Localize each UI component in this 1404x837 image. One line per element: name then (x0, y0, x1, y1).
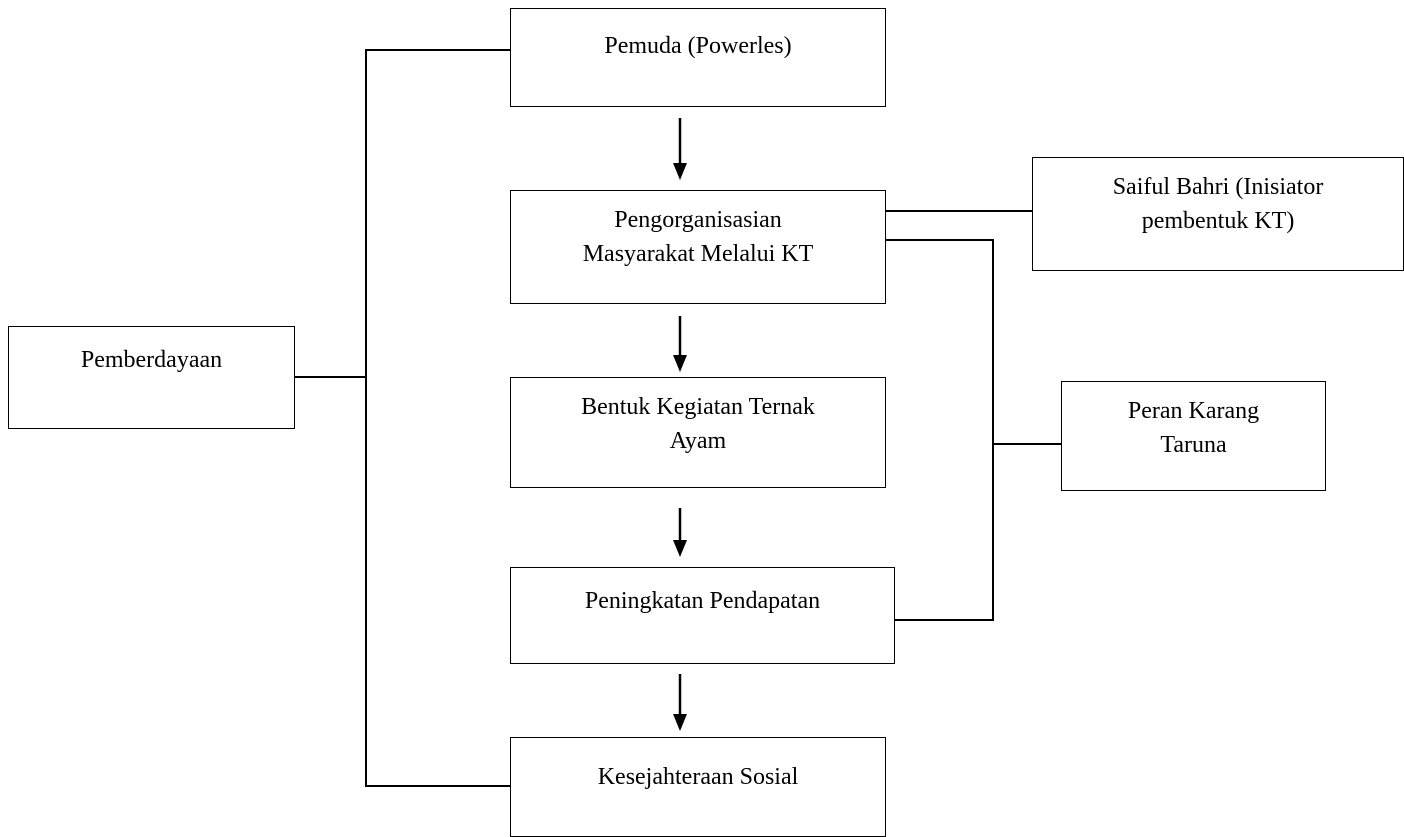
node-peningkatan: Peningkatan Pendapatan (510, 567, 895, 664)
node-kesejahteraan: Kesejahteraan Sosial (510, 737, 886, 837)
node-pengorganisasian: Pengorganisasian Masyarakat Melalui KT (510, 190, 886, 304)
node-pemuda: Pemuda (Powerles) (510, 8, 886, 107)
node-kesejahteraan-label: Kesejahteraan Sosial (597, 764, 799, 790)
node-saiful-bahri: Saiful Bahri (Inisiator pembentuk KT) (1032, 157, 1404, 271)
arrow-bentuk-to-peningkatan (673, 508, 687, 557)
node-bentuk-kegiatan-label: Bentuk Kegiatan Ternak Ayam (581, 394, 815, 454)
connector-karang-taruna-bracket (886, 239, 994, 621)
node-saiful-bahri-label: Saiful Bahri (Inisiator pembentuk KT) (1112, 174, 1324, 234)
node-pengorganisasian-label: Pengorganisasian Masyarakat Melalui KT (582, 207, 814, 267)
node-peran-karang-taruna: Peran Karang Taruna (1061, 381, 1326, 491)
node-peningkatan-label: Peningkatan Pendapatan (584, 588, 821, 614)
node-pemberdayaan-label: Pemberdayaan (80, 347, 223, 373)
node-bentuk-kegiatan: Bentuk Kegiatan Ternak Ayam (510, 377, 886, 488)
arrow-peningkatan-to-kesejahteraan (673, 674, 687, 731)
node-pemberdayaan: Pemberdayaan (8, 326, 295, 429)
connector-pemberdayaan-bracket (365, 49, 510, 787)
arrow-pemuda-to-pengorganisasian (673, 118, 687, 180)
node-pemuda-label: Pemuda (Powerles) (604, 33, 792, 59)
node-peran-karang-taruna-label: Peran Karang Taruna (1127, 398, 1260, 458)
arrow-pengorganisasian-to-bentuk (673, 316, 687, 372)
